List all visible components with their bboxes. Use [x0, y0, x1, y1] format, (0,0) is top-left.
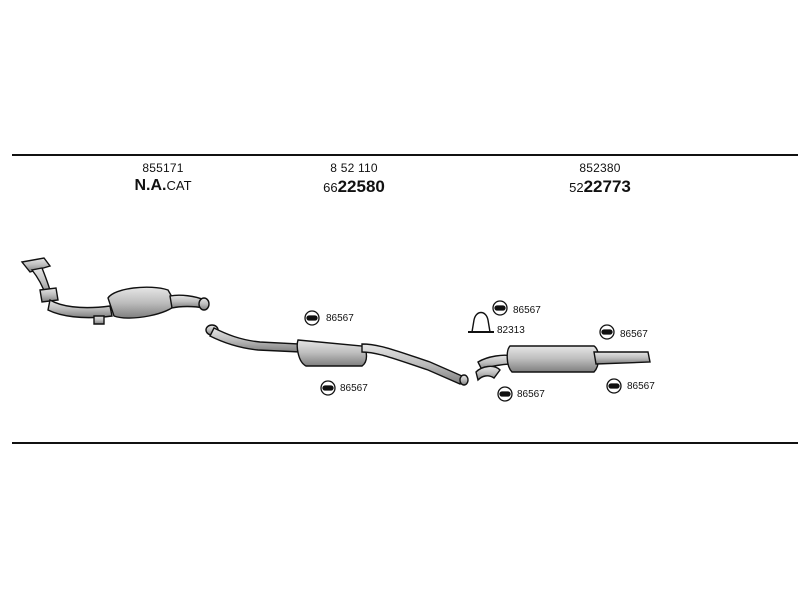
middle-silencer-body [296, 339, 368, 367]
label-hanger-mid-top: 86567 [513, 305, 541, 316]
part-column-middle: 8 52 110 6622580 [306, 162, 402, 196]
rear-silencer-assembly [475, 345, 651, 382]
middle-silencer-assembly [205, 324, 469, 386]
part-column-rear: 852380 5222773 [552, 162, 648, 196]
middle-outlet-end [459, 374, 469, 386]
label-hanger-front-bottom: 86567 [340, 383, 368, 394]
front-pipe-section [47, 298, 113, 319]
rear-inlet-tail [475, 365, 501, 382]
middle-outlet-pipe [361, 343, 463, 385]
part-column-catalyst: 855171 N.A.CAT [120, 162, 206, 194]
top-rule [12, 154, 798, 156]
part-code-main: 22773 [583, 177, 631, 196]
label-clamp-mid: 82313 [497, 325, 525, 336]
rear-silencer-body [506, 345, 600, 373]
part-code-catalyst: N.A.CAT [120, 178, 206, 194]
part-code-pre: 66 [323, 180, 338, 195]
front-flange [20, 257, 52, 273]
hangers [304, 300, 622, 402]
part-code-prefix: N.A. [134, 177, 167, 194]
hanger-rear-bottom-icon [606, 378, 622, 394]
part-code-main: 22580 [337, 177, 385, 196]
catalyst-body [107, 286, 177, 319]
hanger-front-bottom-icon [320, 380, 336, 396]
part-code-pre: 52 [569, 180, 584, 195]
catalyst-bracket [93, 315, 105, 325]
part-code-middle: 6622580 [306, 178, 402, 196]
part-code-suffix: CAT [166, 178, 192, 193]
hanger-front-top-icon [304, 310, 320, 326]
label-hanger-rear-top: 86567 [620, 329, 648, 340]
label-hanger-rear-bottom: 86567 [627, 381, 655, 392]
part-number-catalyst: 855171 [142, 161, 184, 175]
clamp-icon [468, 311, 494, 333]
catalytic-converter-assembly [20, 257, 210, 325]
label-hanger-front-top: 86567 [326, 313, 354, 324]
middle-inlet-pipe [209, 327, 301, 353]
outlet-flange [198, 297, 210, 311]
tailpipe [593, 351, 651, 365]
hanger-rear-top-icon [599, 324, 615, 340]
part-number-middle: 8 52 110 [330, 161, 378, 175]
hanger-mid-top-icon [492, 300, 508, 316]
bottom-rule [12, 442, 798, 444]
flex-joint [39, 287, 59, 303]
hanger-mid-bottom-icon [497, 386, 513, 402]
part-number-rear: 852380 [579, 161, 621, 175]
part-code-rear: 5222773 [552, 178, 648, 196]
label-hanger-mid-bottom: 86567 [517, 389, 545, 400]
